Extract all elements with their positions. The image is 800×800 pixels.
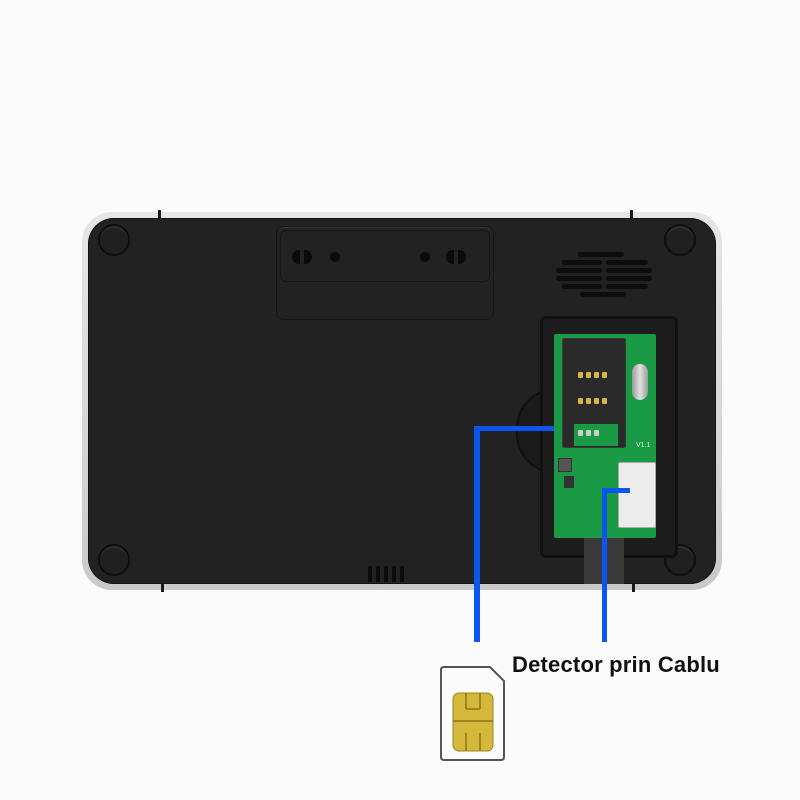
pcb-marking: V1.1	[636, 442, 651, 449]
wired-detector-connector[interactable]	[618, 462, 656, 528]
vent-slot	[392, 566, 396, 582]
sim-pointer-line-horizontal	[474, 426, 554, 431]
detector-pointer-line-horizontal	[602, 488, 630, 493]
mounting-bracket-plate	[280, 230, 490, 282]
sim-card-icon	[438, 663, 508, 763]
detector-pointer-line-vertical	[602, 488, 607, 642]
sim-pointer-line-vertical	[474, 426, 480, 642]
screw-top-right-icon	[664, 224, 696, 256]
mount-hole-icon	[330, 252, 340, 262]
bottom-notch-left	[161, 584, 164, 592]
vent-slot	[368, 566, 372, 582]
top-notch-right	[630, 210, 633, 218]
mount-hole-icon	[446, 250, 454, 264]
inductor-chip	[558, 458, 572, 472]
vent-slot	[400, 566, 404, 582]
mount-hole-icon	[304, 250, 312, 264]
screw-top-left-icon	[98, 224, 130, 256]
screw-bottom-left-icon	[98, 544, 130, 576]
mount-hole-icon	[458, 250, 466, 264]
mount-hole-icon	[292, 250, 300, 264]
mount-hole-icon	[420, 252, 430, 262]
vent-slot	[384, 566, 388, 582]
top-notch-left	[158, 210, 161, 218]
ic-chip	[564, 476, 574, 488]
mounting-bracket	[276, 226, 494, 320]
speaker-grille-icon	[556, 250, 652, 300]
bottom-notch-right	[632, 584, 635, 592]
crystal-oscillator	[632, 364, 648, 400]
detector-cable-label: Detector prin Cablu	[512, 652, 720, 677]
vent-slot	[376, 566, 380, 582]
